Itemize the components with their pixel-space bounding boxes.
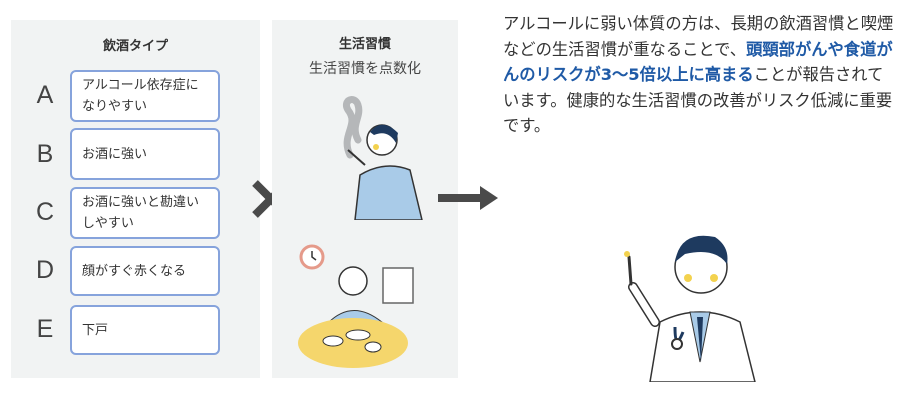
lifestyle-title: 生活習慣	[338, 37, 391, 52]
type-box: お酒に強い	[70, 128, 220, 180]
smoking-man-illustration	[343, 96, 423, 220]
message-text: ことが報告されています。健康的な生活習慣の改善がリスク低減に重要です。	[503, 65, 893, 135]
lifestyle-subtitle: 生活習慣を点数化	[309, 61, 421, 77]
type-box: 下戸	[70, 305, 220, 355]
drinking-type-title: 飲酒タイプ	[102, 39, 168, 54]
arrow-right-icon	[438, 186, 498, 210]
message-text: アルコールに弱い体質の方は、長期の飲酒習慣と喫煙などの生活習慣が重なることで、	[503, 14, 894, 59]
type-box: 顔がすぐ赤くなる	[70, 246, 220, 296]
type-letter: D	[35, 256, 55, 284]
type-letter: E	[36, 315, 54, 343]
type-box: アルコール依存症になりやすい	[70, 70, 220, 122]
type-letter: A	[36, 81, 54, 109]
type-box: お酒に強いと勘違いしやすい	[70, 187, 220, 239]
risk-message: アルコールに弱い体質の方は、長期の飲酒習慣と喫煙などの生活習慣が重なることで、頭…	[503, 11, 898, 139]
message-highlight: 頭頸部がんや食道がんのリスクが3〜5倍以上に高まる	[503, 39, 893, 85]
elderly-meal-illustration	[298, 244, 414, 368]
type-letter: B	[36, 140, 54, 168]
type-letter: C	[35, 198, 55, 226]
doctor-illustration	[624, 235, 756, 382]
